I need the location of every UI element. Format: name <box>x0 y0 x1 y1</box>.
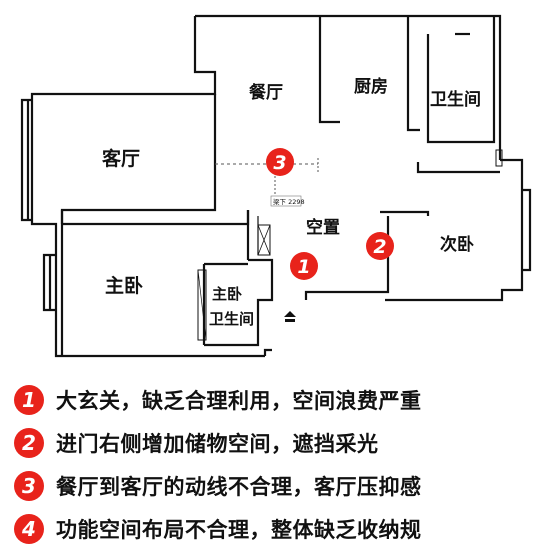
note-item: 4 功能空间布局不合理，整体缺乏收纳规 <box>14 507 554 550</box>
marker-1-label: 1 <box>297 256 310 278</box>
note-item: 1 大玄关，缺乏合理利用，空间浪费严重 <box>14 378 554 421</box>
wall-kitchen-bath <box>406 16 420 132</box>
wall-dining-kitchen <box>318 16 340 124</box>
note-text: 进门右侧增加储物空间，遮挡采光 <box>56 431 379 456</box>
note-number-badge: 2 <box>14 427 44 458</box>
room-living-label: 客厅 <box>102 147 140 170</box>
marker-3: 3 <box>266 148 294 176</box>
entrance-arrow-icon <box>284 311 296 322</box>
room-bath-label: 卫生间 <box>430 89 481 110</box>
outer-wall-left <box>30 16 265 358</box>
wall-master-top <box>62 210 250 226</box>
note-text: 功能空间布局不合理，整体缺乏收纳规 <box>56 517 422 542</box>
marker-3-label: 3 <box>273 152 286 174</box>
walls <box>20 14 532 358</box>
marker-2: 2 <box>366 232 394 260</box>
dimension-box <box>270 195 302 207</box>
note-text: 大玄关，缺乏合理利用，空间浪费严重 <box>56 388 422 413</box>
note-text: 餐厅到客厅的动线不合理，客厅压抑感 <box>56 474 422 499</box>
note-item: 3 餐厅到客厅的动线不合理，客厅压抑感 <box>14 464 554 507</box>
note-number-badge: 1 <box>14 384 44 415</box>
room-kitchen-label: 厨房 <box>354 76 388 97</box>
outer-wall-right <box>385 158 524 302</box>
wall-second-left <box>380 210 430 216</box>
marker-1: 1 <box>290 252 318 280</box>
dimension-label: 梁下 2298 <box>273 197 305 206</box>
notes-list: 1 大玄关，缺乏合理利用，空间浪费严重 2 进门右侧增加储物空间，遮挡采光 3 … <box>14 378 554 550</box>
note-item: 2 进门右侧增加储物空间，遮挡采光 <box>14 421 554 464</box>
room-master-bath-label-1: 主卧 <box>212 285 242 303</box>
room-master-bath-label-2: 卫生间 <box>209 310 254 328</box>
floor-plan: 梁下 2298 餐厅 厨房 卫生间 客厅 空置 次卧 主卧 主卧 卫生间 3 1… <box>20 14 532 358</box>
outer-wall-top-right <box>195 14 502 160</box>
room-empty-label: 空置 <box>306 217 340 238</box>
wall-master-bath <box>204 258 274 347</box>
room-dining-label: 餐厅 <box>249 82 283 103</box>
note-number-badge: 3 <box>14 470 44 501</box>
room-second-bed-label: 次卧 <box>440 234 474 255</box>
wall-bath <box>426 16 496 144</box>
room-master-bed-label: 主卧 <box>105 275 143 297</box>
window-second <box>522 188 532 272</box>
wall-second-top <box>416 162 500 174</box>
note-number-badge: 4 <box>14 513 44 544</box>
marker-2-label: 2 <box>373 236 386 258</box>
